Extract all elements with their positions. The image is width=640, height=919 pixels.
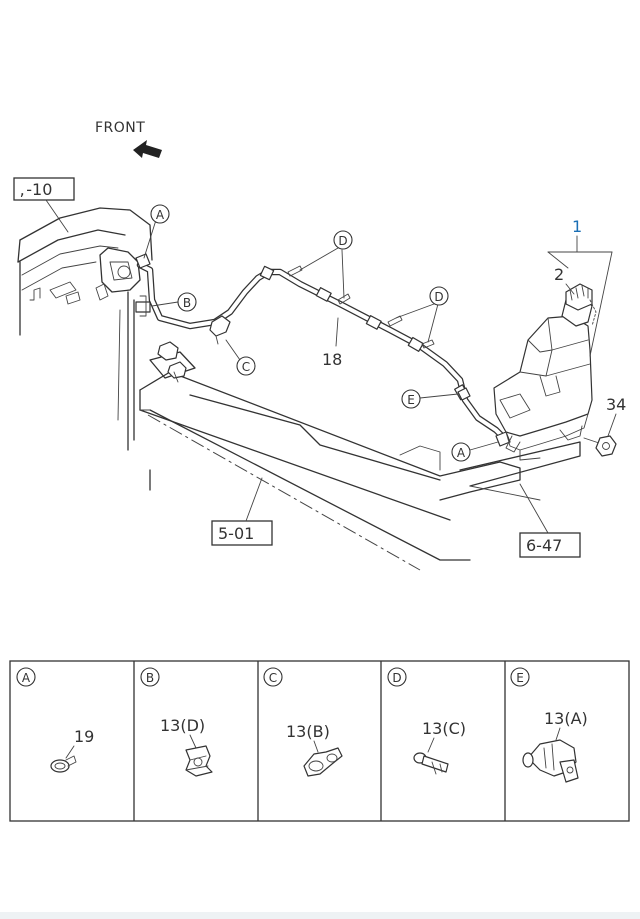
detail-e-letter: E [516, 671, 524, 685]
ref-top-left-label: , -10 [18, 180, 52, 199]
part-18-label: 18 [322, 350, 342, 369]
body-rails [139, 341, 581, 571]
part-1-label: 1 [572, 217, 582, 236]
clip-13c-icon [413, 752, 449, 775]
detail-panel-a: A 19 [16, 667, 94, 773]
svg-text:C: C [242, 360, 250, 374]
ref-box-5-01[interactable]: 5-01 [211, 520, 273, 546]
bolt-34 [583, 435, 617, 457]
detail-a-letter: A [22, 671, 31, 685]
svg-text:A: A [156, 208, 165, 222]
clip-13d-icon [185, 745, 213, 777]
washer-tank [493, 283, 597, 461]
front-arrow-icon [133, 140, 162, 158]
detail-d-part: 13(C) [422, 719, 466, 738]
detail-c-letter: C [269, 671, 277, 685]
svg-text:D: D [434, 290, 443, 304]
detail-panel-b: B 13(D) [140, 667, 213, 777]
callout-d-top: D [299, 230, 353, 299]
svg-text:A: A [457, 446, 466, 460]
svg-text:E: E [407, 393, 415, 407]
clip-d-2 [337, 293, 351, 305]
part-34-label: 34 [606, 395, 626, 414]
hose-clamp-icon [50, 755, 77, 773]
detail-panel-d: D 13(C) [387, 667, 466, 775]
detail-b-letter: B [146, 671, 154, 685]
clip-c [209, 315, 231, 345]
clip-13b-icon [303, 747, 343, 777]
left-frame-structure [17, 207, 153, 451]
clip-a-top [135, 253, 151, 269]
bottom-strip [0, 912, 640, 919]
detail-c-part: 13(B) [286, 722, 330, 741]
detail-panel-row [9, 660, 630, 822]
detail-panel-e: E 13(A) [510, 667, 588, 783]
detail-b-part: 13(D) [160, 716, 205, 735]
callout-b: B [151, 292, 197, 312]
ref-6-47-label: 6-47 [526, 536, 562, 555]
detail-a-part: 19 [74, 727, 94, 746]
detail-panel-c: C 13(B) [263, 667, 343, 777]
detail-d-letter: D [392, 671, 401, 685]
callout-a-bottom: A [451, 441, 499, 462]
callout-c: C [225, 339, 256, 376]
detail-e-part: 13(A) [544, 709, 588, 728]
callout-d-mid: D [395, 286, 449, 343]
clip-a-bottom [495, 431, 511, 447]
clip-13a-icon [522, 739, 579, 783]
part-2-label: 2 [554, 265, 564, 284]
clip-e [457, 387, 471, 401]
clip-b [135, 295, 151, 317]
callout-a-top: A [143, 204, 170, 259]
ref-box-top-left[interactable]: , -10 [13, 177, 75, 201]
ref-5-01-label: 5-01 [218, 524, 254, 543]
clip-d-4 [421, 339, 435, 349]
svg-text:B: B [183, 296, 191, 310]
clip-d-1 [287, 265, 303, 277]
clip-d-3 [387, 315, 403, 327]
front-label: FRONT [95, 120, 145, 136]
svg-text:D: D [338, 234, 347, 248]
ref-box-6-47[interactable]: 6-47 [519, 532, 581, 558]
callout-e: E [401, 389, 459, 409]
